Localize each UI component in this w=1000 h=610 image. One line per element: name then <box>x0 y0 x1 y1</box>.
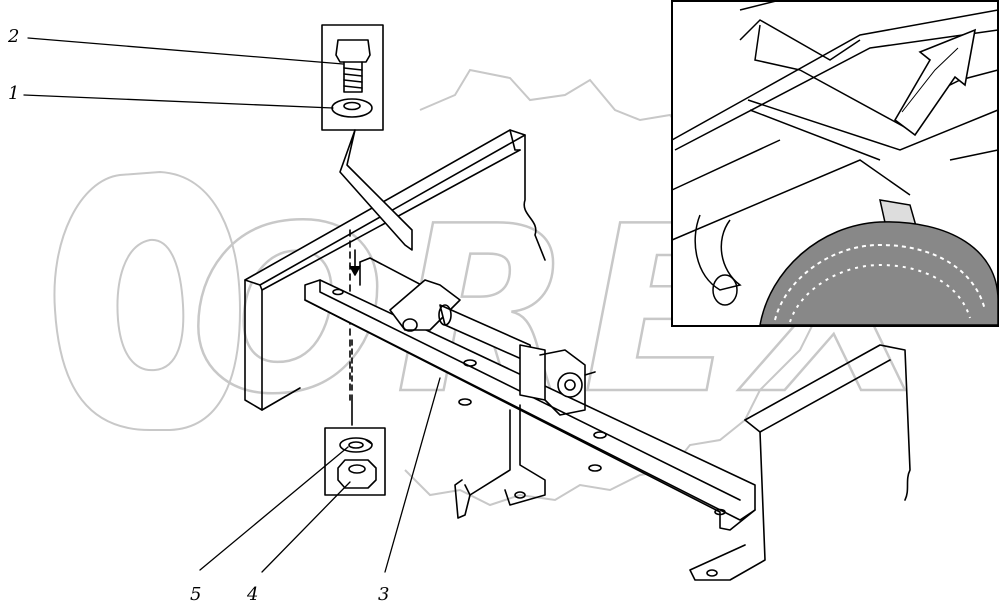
bolt-icon <box>335 39 371 93</box>
lock-washer-icon <box>339 437 373 453</box>
callout-4: 4 <box>247 584 259 605</box>
leader-2 <box>27 37 344 65</box>
frame-rail-right <box>689 344 911 581</box>
inset-photo <box>671 0 999 327</box>
callout-2: 2 <box>8 26 20 47</box>
nut-icon <box>337 459 377 489</box>
hanging-bracket <box>454 404 546 519</box>
callout-3: 3 <box>378 584 390 605</box>
hardware-box-bottom <box>324 427 386 496</box>
leader-1 <box>23 94 334 109</box>
lift-cylinder <box>389 279 596 416</box>
leader-4 <box>261 481 351 573</box>
bracket-beam <box>304 257 756 531</box>
hardware-box-top <box>321 24 413 251</box>
callout-5: 5 <box>190 584 202 605</box>
tire <box>759 221 999 326</box>
leader-3 <box>384 377 441 573</box>
washer-icon <box>331 98 373 118</box>
callout-1: 1 <box>8 83 20 104</box>
leader-5 <box>199 446 349 571</box>
direction-arrow-icon <box>893 28 977 137</box>
